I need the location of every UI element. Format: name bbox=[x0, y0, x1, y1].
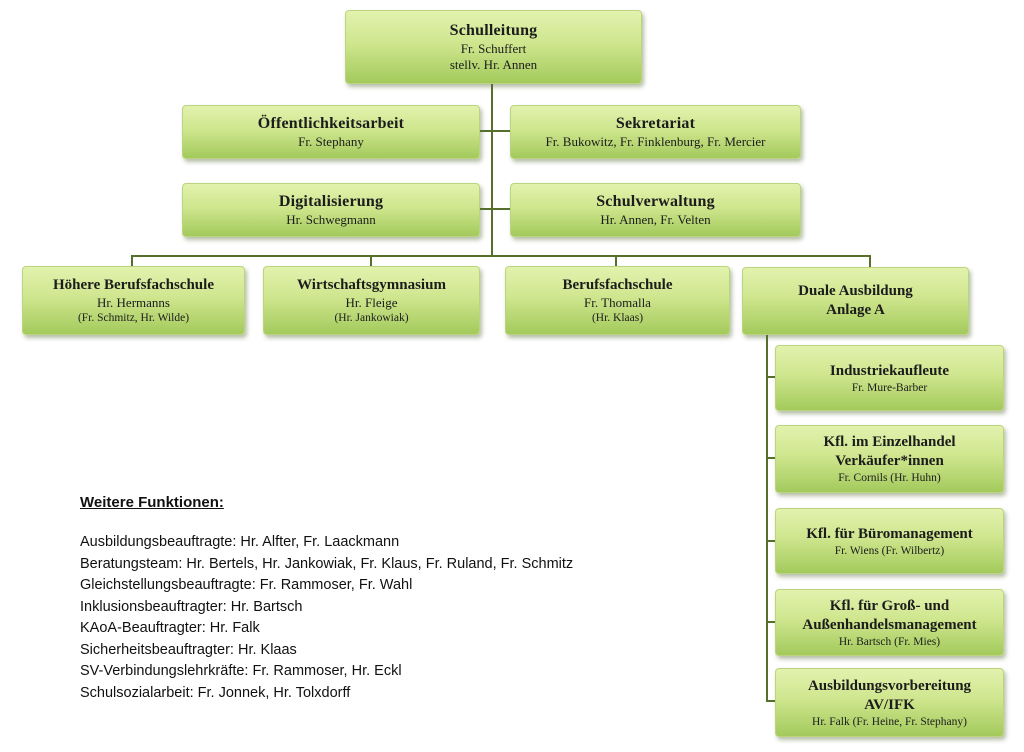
box-title: Digitalisierung bbox=[278, 193, 384, 210]
box-title: Höhere Berufsfachschule bbox=[53, 277, 214, 293]
connector-stub-buero bbox=[766, 540, 776, 542]
connector-trunk-top bbox=[491, 82, 493, 256]
connector-drop-wgy bbox=[370, 255, 372, 266]
connector-drop-duale bbox=[869, 255, 871, 269]
box-person: Fr. Wiens (Fr. Wilbertz) bbox=[834, 544, 945, 557]
org-box-wirtschaftsgymnasium: Wirtschaftsgymnasium Hr. Fleige (Hr. Jan… bbox=[263, 266, 480, 335]
box-person: (Hr. Jankowiak) bbox=[334, 312, 409, 324]
box-person: (Hr. Klaas) bbox=[591, 312, 644, 324]
box-person: Hr. Hermanns bbox=[97, 295, 170, 310]
box-title: Duale Ausbildung bbox=[798, 283, 913, 299]
box-title: Schulleitung bbox=[449, 22, 538, 39]
org-box-sekretariat: Sekretariat Fr. Bukowitz, Fr. Finklenbur… bbox=[510, 105, 801, 159]
box-title: Ausbildungsvorbereitung bbox=[807, 677, 972, 694]
weitere-funktionen-item: Sicherheitsbeauftragter: Hr. Klaas bbox=[80, 641, 297, 658]
box-title-line2: Anlage A bbox=[826, 302, 885, 318]
weitere-funktionen-item: KAoA-Beauftragter: Hr. Falk bbox=[80, 620, 260, 636]
box-title: Sekretariat bbox=[615, 115, 696, 132]
org-box-industriekaufleute: Industriekaufleute Fr. Mure-Barber bbox=[775, 345, 1004, 411]
box-person: stellv. Hr. Annen bbox=[449, 57, 538, 72]
box-title-line2: Verkäufer*innen bbox=[835, 453, 944, 469]
box-person: Hr. Annen, Fr. Velten bbox=[600, 212, 711, 227]
box-title: Berufsfachschule bbox=[562, 277, 673, 293]
weitere-funktionen-item: Inklusionsbeauftragter: Hr. Bartsch bbox=[80, 598, 303, 615]
weitere-funktionen-item: Ausbildungsbeauftragte: Hr. Alfter, Fr. … bbox=[80, 534, 400, 550]
org-box-oeffentlichkeitsarbeit: Öffentlichkeitsarbeit Fr. Stephany bbox=[182, 105, 480, 159]
org-box-einzelhandel: Kfl. im Einzelhandel Verkäufer*innen Fr.… bbox=[775, 425, 1004, 493]
connector-row2 bbox=[478, 208, 511, 210]
box-title: Öffentlichkeitsarbeit bbox=[257, 115, 405, 132]
connector-stub-einzelhandel bbox=[766, 457, 776, 459]
box-title-line2: AV/IFK bbox=[864, 696, 915, 713]
connector-row1 bbox=[478, 130, 511, 132]
org-box-digitalisierung: Digitalisierung Hr. Schwegmann bbox=[182, 183, 480, 237]
weitere-funktionen-item: Beratungsteam: Hr. Bertels, Hr. Jankowia… bbox=[80, 555, 574, 572]
box-title: Kfl. für Büromanagement bbox=[806, 525, 973, 542]
weitere-funktionen-item: Schulsozialarbeit: Fr. Jonnek, Hr. Tolxd… bbox=[80, 684, 351, 701]
box-title: Industriekaufleute bbox=[829, 362, 950, 379]
box-title-line2: Außenhandelsmanagement bbox=[802, 616, 977, 633]
org-box-ausbildungsvorbereitung: Ausbildungsvorbereitung AV/IFK Hr. Falk … bbox=[775, 668, 1004, 737]
box-person: Hr. Fleige bbox=[345, 295, 398, 310]
box-person: Fr. Stephany bbox=[298, 134, 364, 149]
org-box-bueromanagement: Kfl. für Büromanagement Fr. Wiens (Fr. W… bbox=[775, 508, 1004, 574]
weitere-funktionen-item: SV-Verbindungslehrkräfte: Fr. Rammoser, … bbox=[80, 663, 402, 679]
connector-stub-gross bbox=[766, 621, 776, 623]
connector-drop-hbfs bbox=[131, 255, 133, 266]
box-title: Kfl. im Einzelhandel bbox=[823, 434, 956, 450]
org-box-berufsfachschule: Berufsfachschule Fr. Thomalla (Hr. Klaas… bbox=[505, 266, 730, 335]
connector-drop-bfs bbox=[615, 255, 617, 266]
box-title: Wirtschaftsgymnasium bbox=[297, 277, 446, 293]
weitere-funktionen-item: Gleichstellungsbeauftragte: Fr. Rammoser… bbox=[80, 577, 413, 593]
org-box-hoehere-berufsfachschule: Höhere Berufsfachschule Hr. Hermanns (Fr… bbox=[22, 266, 245, 335]
box-person: Fr. Bukowitz, Fr. Finklenburg, Fr. Merci… bbox=[545, 134, 766, 149]
box-person: Hr. Falk (Fr. Heine, Fr. Stephany) bbox=[812, 715, 967, 728]
box-person: Hr. Bartsch (Fr. Mies) bbox=[838, 635, 941, 648]
box-person: Fr. Schuffert bbox=[460, 41, 527, 56]
connector-level3-horizontal bbox=[131, 255, 871, 257]
org-box-duale-ausbildung: Duale Ausbildung Anlage A bbox=[742, 267, 969, 335]
box-title: Kfl. für Groß- und bbox=[829, 597, 950, 614]
box-title: Schulverwaltung bbox=[596, 193, 715, 210]
org-box-schulverwaltung: Schulverwaltung Hr. Annen, Fr. Velten bbox=[510, 183, 801, 237]
connector-stub-industrie bbox=[766, 376, 776, 378]
box-person: Fr. Thomalla bbox=[584, 295, 651, 310]
box-person: Fr. Cornils (Hr. Huhn) bbox=[838, 472, 941, 484]
weitere-funktionen-heading: Weitere Funktionen: bbox=[80, 494, 224, 511]
connector-stub-av bbox=[766, 700, 776, 702]
box-person: (Fr. Schmitz, Hr. Wilde) bbox=[77, 312, 190, 324]
box-person: Hr. Schwegmann bbox=[286, 212, 376, 227]
weitere-funktionen-section: Weitere Funktionen: Ausbildungsbeauftrag… bbox=[80, 494, 660, 704]
org-box-schulleitung: Schulleitung Fr. Schuffert stellv. Hr. A… bbox=[345, 10, 642, 84]
org-box-grossaussenhandel: Kfl. für Groß- und Außenhandelsmanagemen… bbox=[775, 589, 1004, 656]
box-person: Fr. Mure-Barber bbox=[851, 381, 928, 394]
connector-duale-trunk bbox=[766, 333, 768, 702]
